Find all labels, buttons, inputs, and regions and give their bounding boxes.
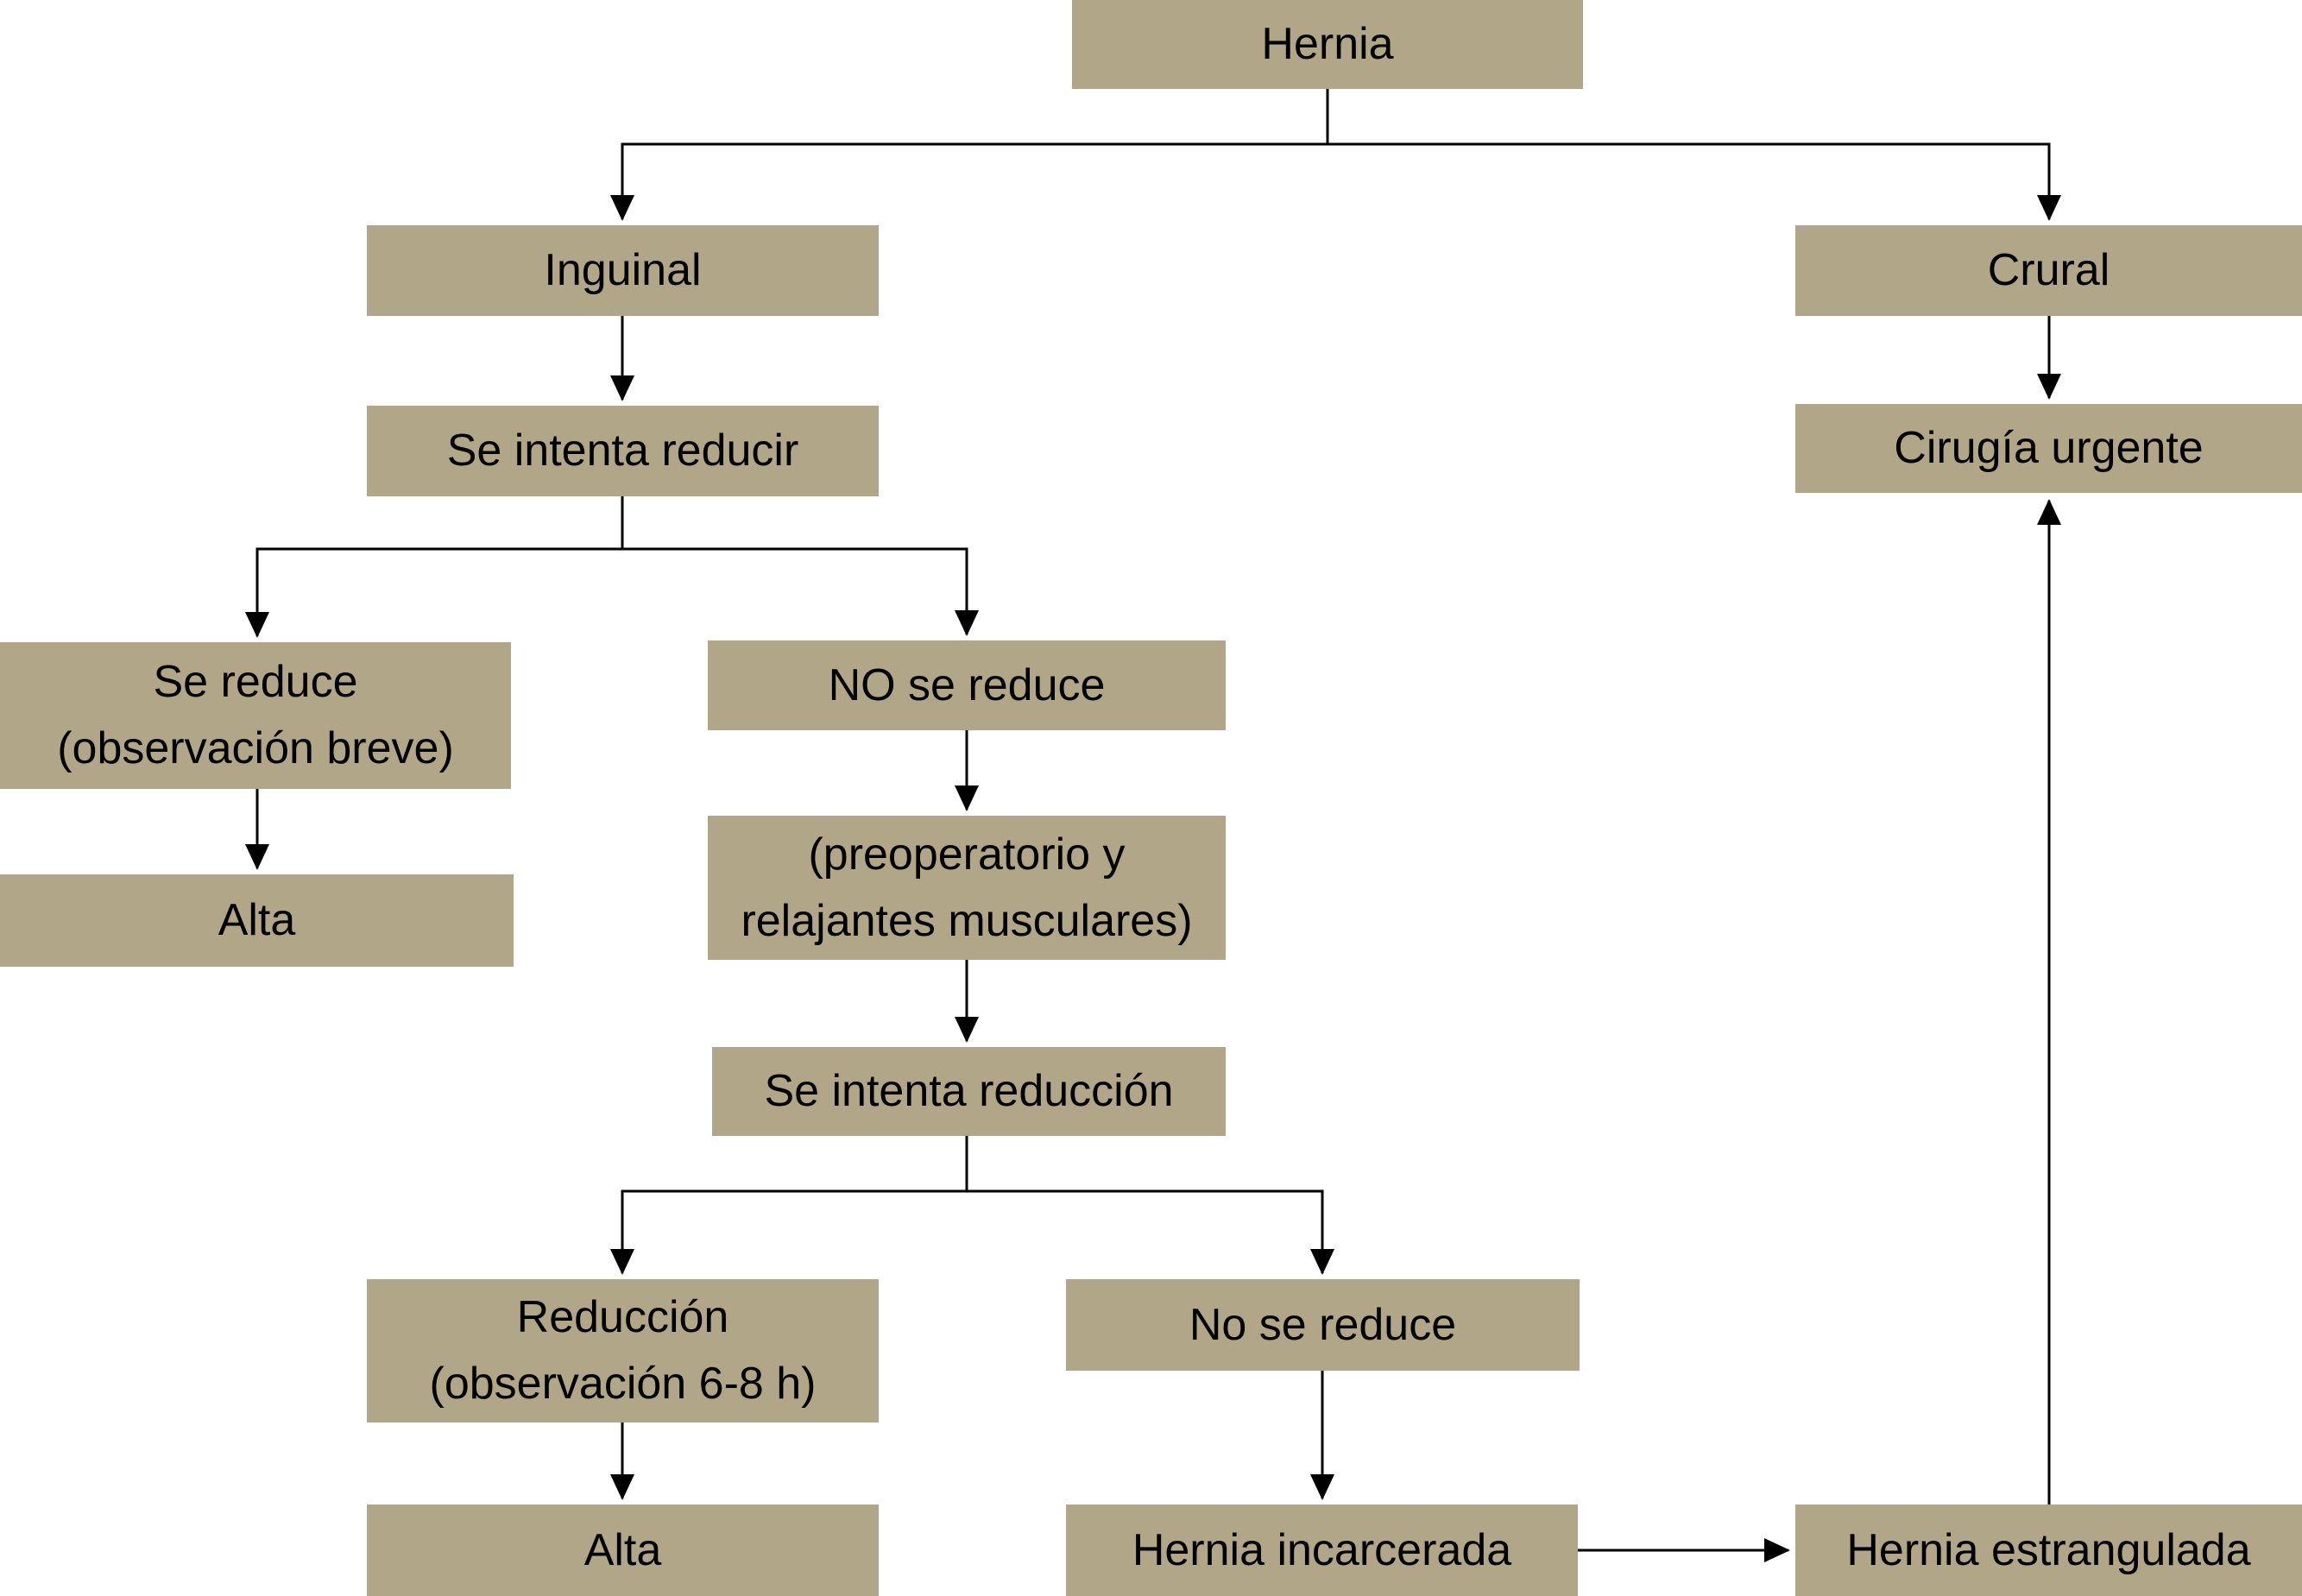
node-no-se-reduce: No se reduce (1066, 1279, 1580, 1371)
node-inguinal: Inguinal (367, 225, 879, 316)
node-reduccion-observacion-6-8h: Reducción (observación 6-8 h) (367, 1279, 879, 1423)
node-crural: Crural (1795, 225, 2302, 316)
node-alta-superior-label: Alta (218, 895, 296, 946)
node-se-intenta-reduccion-label: Se intenta reducción (764, 1066, 1174, 1117)
node-preoperatorio-relajantes: (preoperatorio y relajantes musculares) (708, 816, 1226, 960)
node-alta-inferior: Alta (367, 1505, 879, 1596)
node-cirugia-urgente: Cirugía urgente (1795, 404, 2302, 493)
node-crural-label: Crural (1987, 245, 2110, 296)
node-alta-inferior-label: Alta (583, 1524, 662, 1575)
node-cirugia-urgente-label: Cirugía urgente (1894, 423, 2204, 474)
node-preoperatorio-label: (preoperatorio y relajantes musculares) (741, 829, 1193, 946)
node-hernia-incarcerada: Hernia incarcerada (1066, 1505, 1578, 1596)
node-se-reduce-observacion-breve: Se reduce (observación breve) (0, 642, 511, 789)
node-se-intenta-reduccion: Se intenta reducción (712, 1047, 1226, 1136)
node-hernia: Hernia (1072, 0, 1583, 89)
node-se-intenta-reducir: Se intenta reducir (367, 406, 879, 496)
node-hernia-incarcerada-label: Hernia incarcerada (1132, 1524, 1512, 1575)
node-alta-superior: Alta (0, 874, 514, 967)
node-hernia-estrangulada: Hernia estrangulada (1795, 1505, 2302, 1596)
node-reduccion-label: Reducción (observación 6-8 h) (429, 1292, 817, 1409)
node-no-se-reduce-mayusculas: NO se reduce (708, 640, 1226, 730)
node-no-se-reduce-2-label: No se reduce (1189, 1299, 1457, 1350)
node-se-reduce-label: Se reduce (observación breve) (57, 657, 454, 773)
node-hernia-label: Hernia (1261, 19, 1394, 70)
node-se-intenta-reducir-label: Se intenta reducir (446, 426, 799, 476)
node-no-se-reduce-1-label: NO se reduce (828, 659, 1106, 710)
node-hernia-estrangulada-label: Hernia estrangulada (1846, 1524, 2251, 1575)
node-inguinal-label: Inguinal (544, 245, 702, 296)
